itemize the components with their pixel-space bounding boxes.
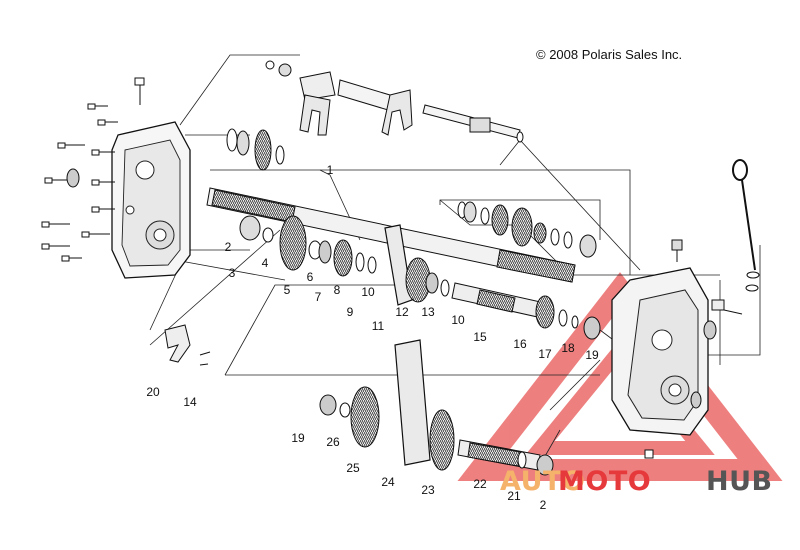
callout-label: 20 bbox=[146, 385, 160, 399]
callout-label: 26 bbox=[326, 435, 340, 449]
callout-label: 6 bbox=[306, 270, 314, 284]
callout-label: 18 bbox=[561, 341, 575, 355]
callout-label: 3 bbox=[228, 266, 236, 280]
main-shaft-gears bbox=[239, 215, 377, 277]
callout-label: 19 bbox=[291, 431, 305, 445]
callout-label: 12 bbox=[395, 305, 409, 319]
callout-label: 24 bbox=[381, 475, 395, 489]
callout-label: 13 bbox=[421, 305, 435, 319]
callout-label: 8 bbox=[333, 283, 341, 297]
callout-label: 15 bbox=[473, 330, 487, 344]
drive-chain-upper bbox=[384, 224, 413, 306]
callout-label: 1 bbox=[326, 163, 334, 177]
copyright-notice: © 2008 Polaris Sales Inc. bbox=[536, 47, 683, 62]
callout-label: 19 bbox=[585, 348, 599, 362]
callout-label: 11 bbox=[371, 319, 385, 333]
callout-label: 5 bbox=[283, 283, 291, 297]
callout-label: 16 bbox=[513, 337, 527, 351]
callout-label: 10 bbox=[361, 285, 375, 299]
callout-label: 21 bbox=[507, 489, 521, 503]
idler-gear-set bbox=[226, 128, 285, 171]
vent-fitting bbox=[671, 239, 743, 315]
watermark-text-hub: HUB bbox=[706, 466, 773, 497]
upper-gear-cluster bbox=[457, 201, 597, 258]
callout-label: 9 bbox=[346, 305, 354, 319]
callout-label: 4 bbox=[261, 256, 269, 270]
output-shaft bbox=[405, 257, 601, 340]
right-case-half bbox=[611, 267, 717, 459]
callout-label: 2 bbox=[224, 240, 232, 254]
callout-label: 25 bbox=[346, 461, 360, 475]
callout-label: 14 bbox=[183, 395, 197, 409]
callout-label: 22 bbox=[473, 477, 487, 491]
callout-label: 10 bbox=[451, 313, 465, 327]
shift-bracket bbox=[164, 324, 211, 366]
watermark-text-moto: MOTO bbox=[558, 466, 652, 497]
dipstick bbox=[732, 159, 760, 292]
callout-label: 17 bbox=[538, 347, 552, 361]
case-bolts-left bbox=[41, 77, 145, 262]
callout-label: 2 bbox=[539, 498, 547, 512]
callout-label: 23 bbox=[421, 483, 435, 497]
shift-fork-assembly bbox=[265, 60, 524, 143]
lower-drive-assembly bbox=[319, 339, 554, 476]
callout-label: 7 bbox=[314, 290, 322, 304]
left-case-half bbox=[111, 121, 191, 279]
watermark-text-auto: AUTO bbox=[500, 466, 586, 497]
oil-seal-left bbox=[66, 168, 80, 188]
